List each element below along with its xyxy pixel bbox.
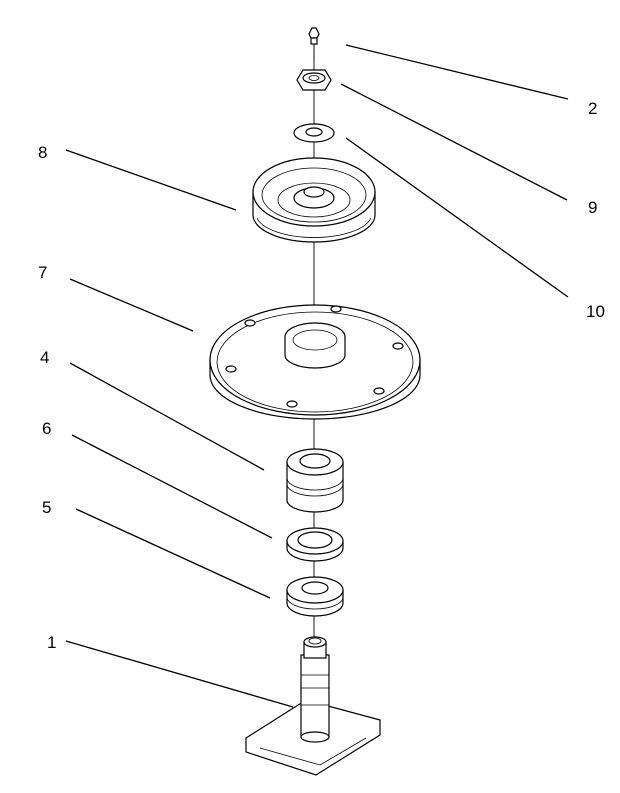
callout-10: 10: [586, 302, 605, 321]
leader-line-2: [345, 44, 569, 100]
part-spindle-plate: [209, 304, 421, 420]
part-washer: [293, 123, 335, 143]
callout-1: 1: [47, 633, 56, 652]
part-bearing-lower: [286, 576, 344, 617]
callout-4: 4: [40, 348, 49, 367]
leader-line-5: [75, 508, 271, 599]
callout-7: 7: [38, 263, 47, 282]
callout-9: 9: [588, 198, 597, 217]
leader-line-7: [69, 278, 194, 332]
part-bearing-upper: [286, 448, 344, 513]
leader-line-10: [345, 137, 569, 298]
part-grease-fitting: [308, 27, 320, 60]
leader-line-9: [340, 83, 568, 201]
callout-8: 8: [38, 143, 47, 162]
leader-line-8: [65, 149, 237, 211]
part-hex-nut: [296, 69, 332, 91]
leader-line-1: [65, 640, 294, 708]
leader-line-4: [69, 362, 265, 471]
callout-2: 2: [588, 99, 597, 118]
callout-6: 6: [42, 419, 51, 438]
leader-line-6: [71, 434, 273, 539]
part-spacer-ring: [286, 527, 344, 562]
part-spindle-shaft: [245, 636, 381, 776]
callout-5: 5: [42, 498, 51, 517]
part-pulley: [252, 157, 376, 243]
